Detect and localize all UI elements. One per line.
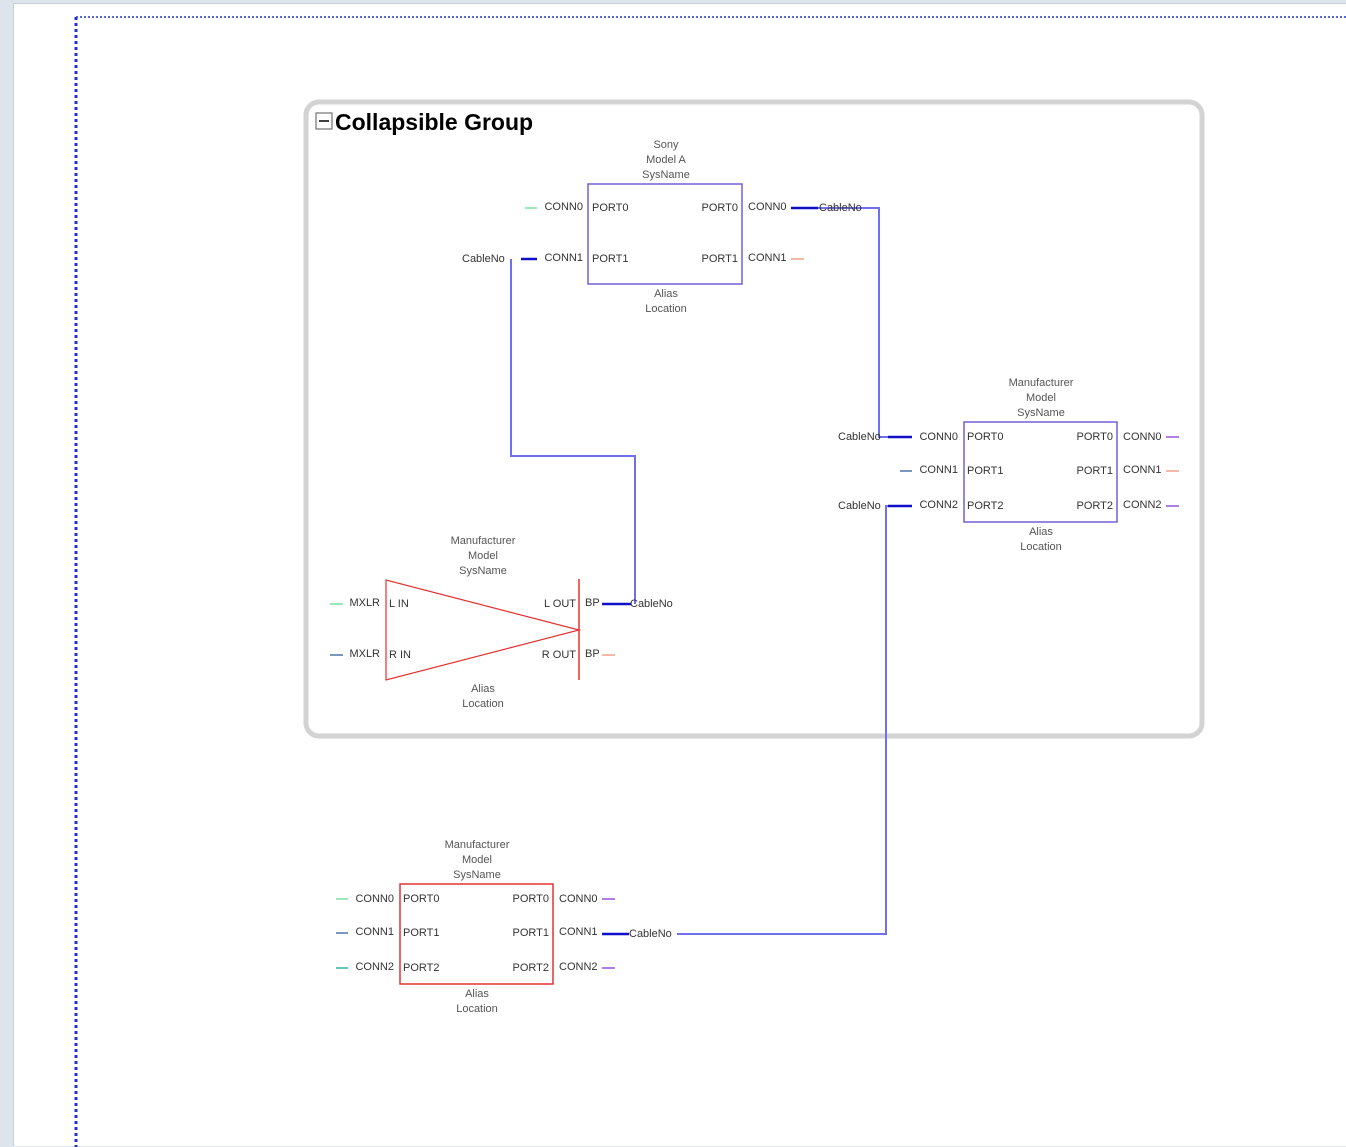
device-header-line: SysName bbox=[459, 565, 507, 577]
port-label: PORT0 bbox=[702, 202, 738, 214]
port-label: R OUT bbox=[542, 649, 577, 661]
port-label: PORT0 bbox=[403, 893, 439, 905]
connector-label: CONN2 bbox=[919, 499, 958, 511]
port-label: PORT0 bbox=[967, 431, 1003, 443]
group-title: Collapsible Group bbox=[335, 109, 533, 135]
port-label: PORT1 bbox=[592, 253, 628, 265]
connector-label: CONN0 bbox=[919, 431, 958, 443]
diagram-canvas[interactable]: Collapsible Group Sony Model A SysName P… bbox=[13, 3, 1346, 1147]
port-label: PORT1 bbox=[1077, 465, 1113, 477]
device-footer-line: Location bbox=[462, 698, 504, 710]
connector-label: CONN0 bbox=[748, 201, 787, 213]
port-label: PORT0 bbox=[513, 893, 549, 905]
device-manufacturer-right[interactable]: Manufacturer Model SysName PORT0 PORT1 P… bbox=[888, 377, 1179, 553]
port-label: R IN bbox=[389, 649, 411, 661]
connector-label: CONN2 bbox=[559, 961, 598, 973]
collapsible-group-frame[interactable] bbox=[303, 99, 1205, 739]
connector-label: CONN1 bbox=[748, 252, 787, 264]
diagram-svg: Collapsible Group Sony Model A SysName P… bbox=[74, 16, 1346, 1147]
connector-label: BP bbox=[585, 648, 600, 660]
connector-label: CONN1 bbox=[919, 464, 958, 476]
device-box[interactable] bbox=[963, 421, 1118, 523]
connector-label: CONN0 bbox=[559, 893, 598, 905]
device-manufacturer-bottom[interactable]: Manufacturer Model SysName PORT0 PORT1 P… bbox=[336, 839, 629, 1015]
connector-label: MXLR bbox=[349, 648, 380, 660]
connector-label: CONN2 bbox=[355, 961, 394, 973]
device-footer-line: Alias bbox=[471, 683, 495, 695]
device-footer-line: Location bbox=[645, 303, 687, 315]
device-header-line: Manufacturer bbox=[445, 839, 510, 851]
connector-label: CONN1 bbox=[544, 252, 583, 264]
port-label: PORT1 bbox=[403, 927, 439, 939]
port-label: PORT2 bbox=[513, 962, 549, 974]
amplifier-triangle-icon[interactable] bbox=[385, 579, 582, 681]
connector-label: CONN1 bbox=[355, 926, 394, 938]
port-label: PORT2 bbox=[967, 500, 1003, 512]
port-label: PORT1 bbox=[702, 253, 738, 265]
port-label: PORT1 bbox=[513, 927, 549, 939]
device-sony[interactable]: Sony Model A SysName PORT0 PORT1 PORT0 P… bbox=[521, 139, 818, 315]
device-header-line: Model bbox=[1026, 392, 1056, 404]
device-footer-line: Alias bbox=[465, 988, 489, 1000]
device-header-line: Model A bbox=[646, 154, 686, 166]
device-header-line: SysName bbox=[1017, 407, 1065, 419]
connector-label: CONN2 bbox=[1123, 499, 1162, 511]
device-footer-line: Location bbox=[1020, 541, 1062, 553]
cable-label[interactable]: CableNo bbox=[462, 253, 505, 265]
device-box[interactable] bbox=[399, 883, 554, 985]
device-header-line: Manufacturer bbox=[451, 535, 516, 547]
port-label: PORT1 bbox=[967, 465, 1003, 477]
device-header-line: SysName bbox=[453, 869, 501, 881]
cable-sony-right-to-manu-right[interactable] bbox=[818, 207, 888, 438]
device-amplifier[interactable]: Manufacturer Model SysName L IN R IN L O… bbox=[330, 535, 631, 710]
cable-label[interactable]: CableNo bbox=[819, 202, 862, 214]
collapse-minus-icon[interactable] bbox=[315, 112, 333, 130]
cable-manu-right-to-manu-bottom[interactable] bbox=[677, 505, 888, 935]
connector-label: CONN0 bbox=[544, 201, 583, 213]
cable-sony-left-to-amp[interactable] bbox=[510, 259, 636, 604]
port-label: L OUT bbox=[544, 598, 576, 610]
device-header-line: Model bbox=[462, 854, 492, 866]
device-header-line: Sony bbox=[653, 139, 679, 151]
cable-label[interactable]: CableNo bbox=[630, 598, 673, 610]
device-header-line: Manufacturer bbox=[1009, 377, 1074, 389]
port-label: PORT2 bbox=[403, 962, 439, 974]
connector-label: CONN1 bbox=[559, 926, 598, 938]
connector-label: MXLR bbox=[349, 597, 380, 609]
device-header-line: SysName bbox=[642, 169, 690, 181]
device-box[interactable] bbox=[587, 183, 743, 285]
connector-label: CONN0 bbox=[1123, 431, 1162, 443]
port-label: L IN bbox=[389, 598, 409, 610]
port-label: PORT0 bbox=[1077, 431, 1113, 443]
cable-label[interactable]: CableNo bbox=[838, 431, 881, 443]
device-footer-line: Location bbox=[456, 1003, 498, 1015]
cable-label[interactable]: CableNo bbox=[838, 500, 881, 512]
connector-label: CONN0 bbox=[355, 893, 394, 905]
connector-label: BP bbox=[585, 597, 600, 609]
connector-label: CONN1 bbox=[1123, 464, 1162, 476]
port-label: PORT0 bbox=[592, 202, 628, 214]
device-footer-line: Alias bbox=[654, 288, 678, 300]
cable-label[interactable]: CableNo bbox=[629, 928, 672, 940]
port-label: PORT2 bbox=[1077, 500, 1113, 512]
device-footer-line: Alias bbox=[1029, 526, 1053, 538]
device-header-line: Model bbox=[468, 550, 498, 562]
